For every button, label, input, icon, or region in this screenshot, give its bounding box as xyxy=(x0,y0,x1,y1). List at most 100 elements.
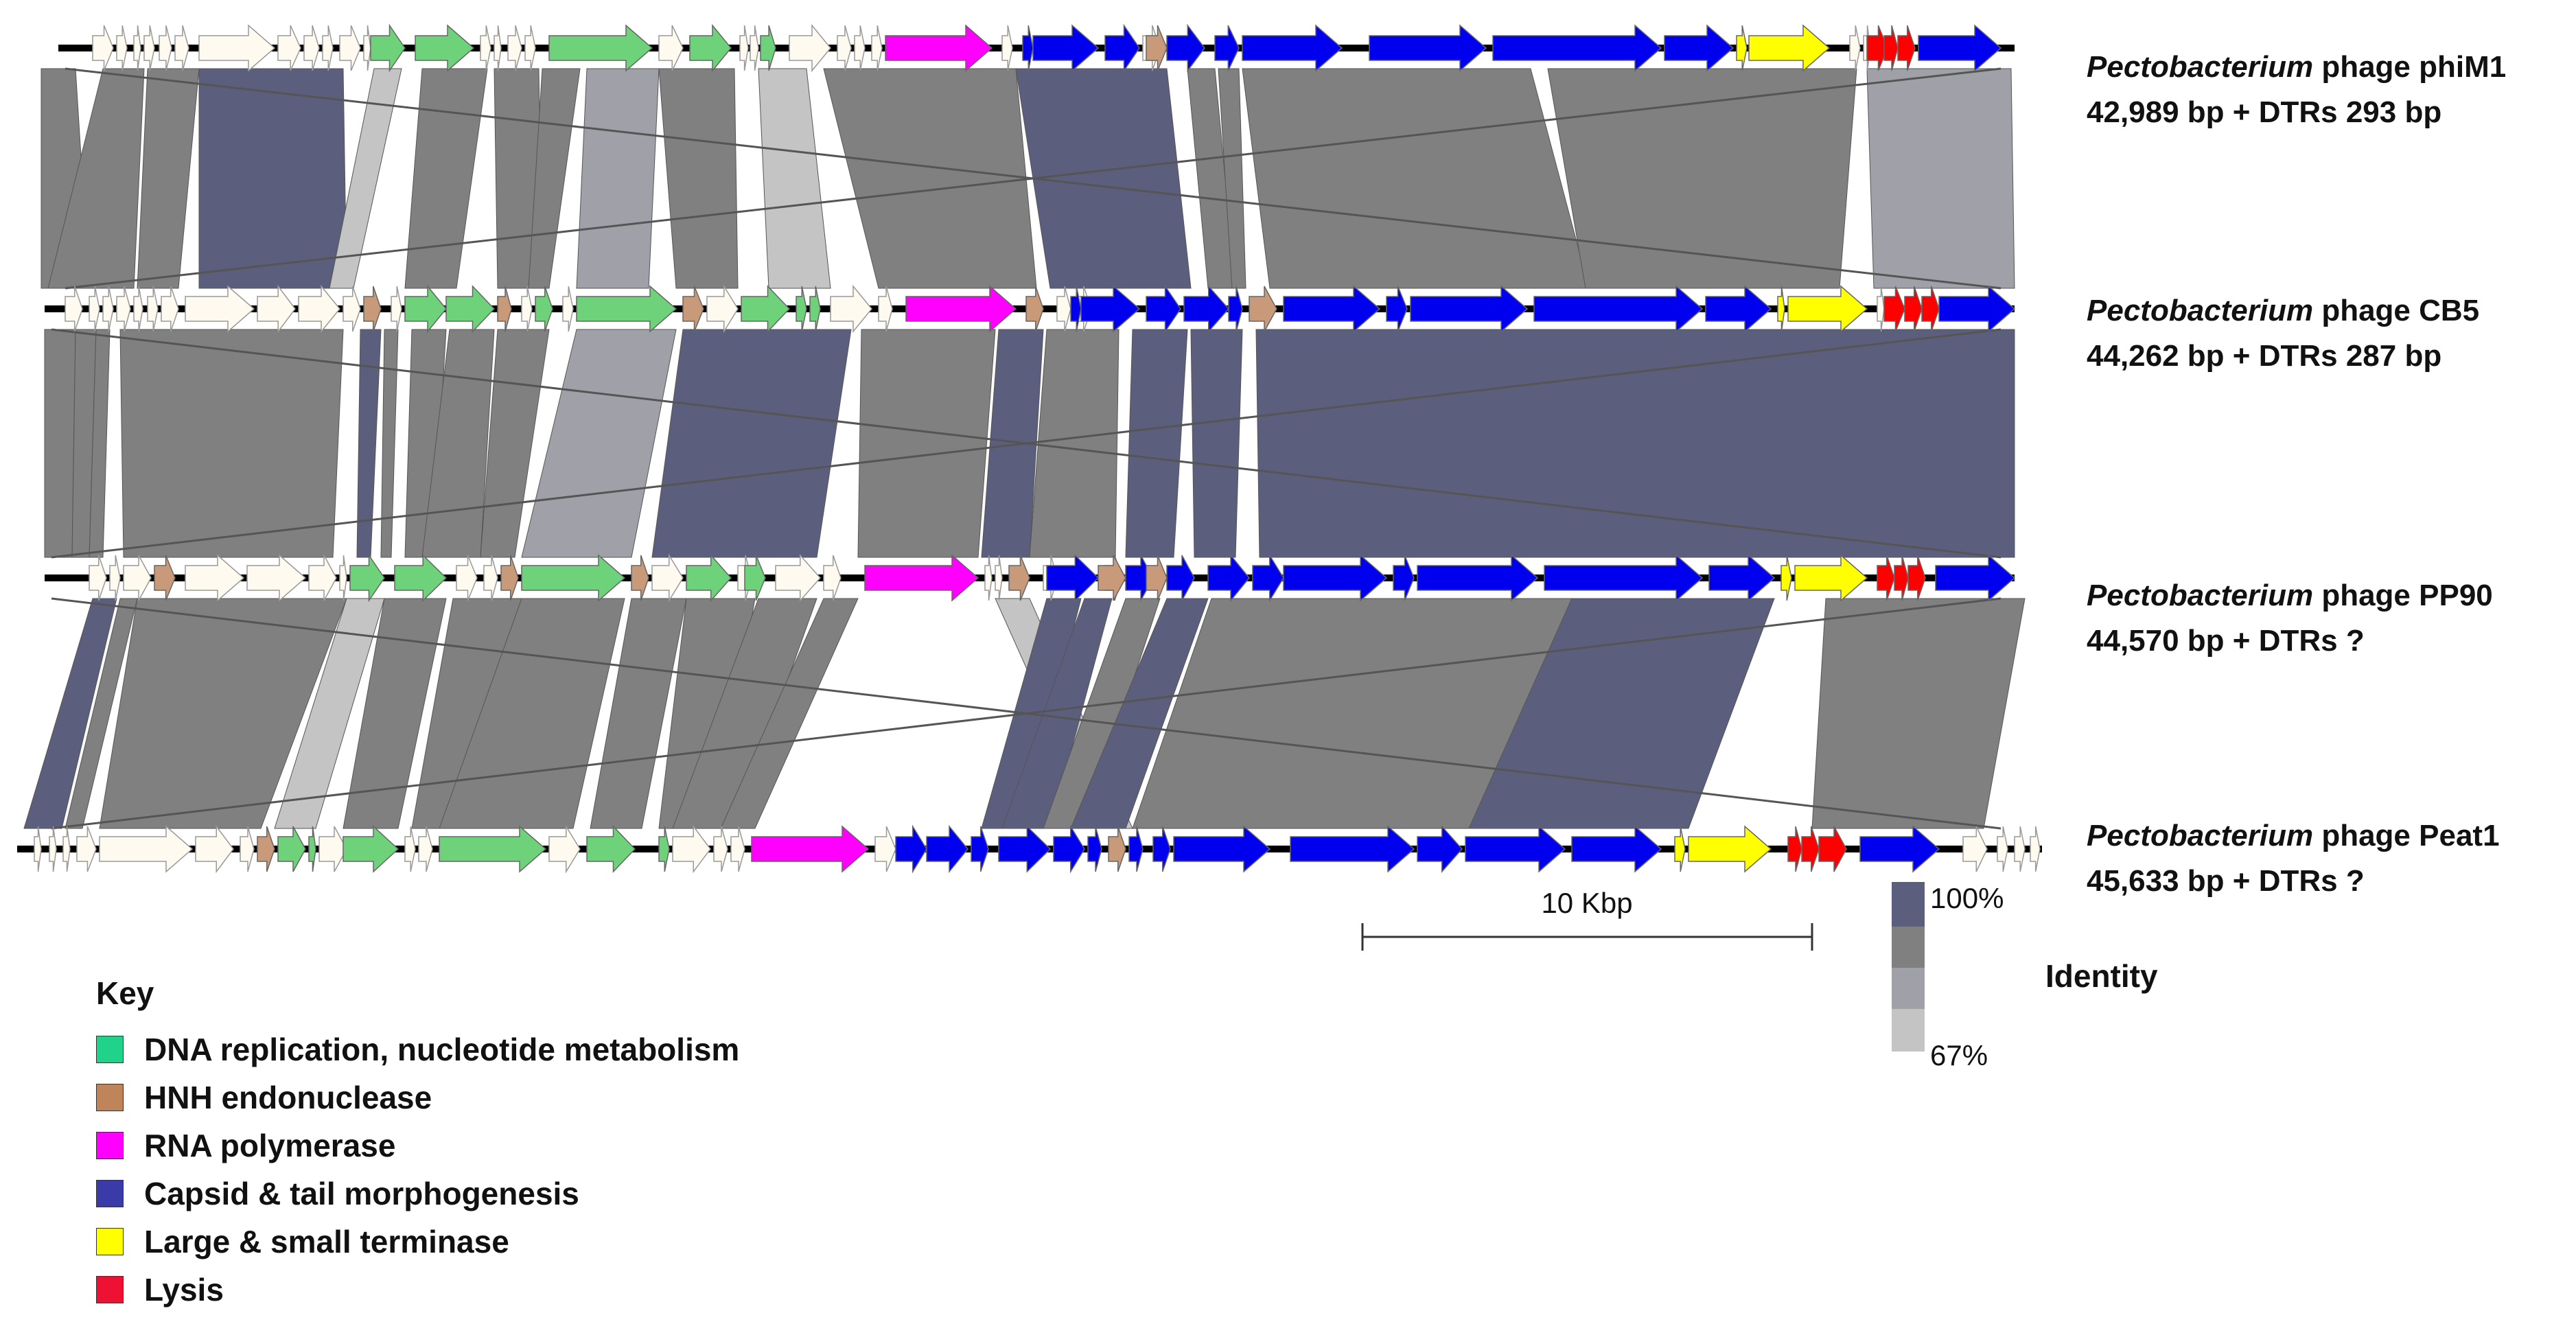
gene-arrow-hnh xyxy=(1008,555,1030,601)
identity-bands xyxy=(23,67,2026,830)
gene-arrow-capsid xyxy=(1918,24,2002,72)
gene-arrow-hypo xyxy=(521,286,533,332)
gene-arrow-rnap xyxy=(864,554,979,602)
identity-band xyxy=(720,598,859,829)
gene-arrow-dna xyxy=(658,826,670,872)
gene-arrow-hypo xyxy=(76,826,97,872)
identity-band xyxy=(590,598,687,829)
key-title: Key xyxy=(96,975,154,1011)
gene-arrow-lysis xyxy=(1894,555,1909,601)
gene-arrow-hypo xyxy=(89,555,107,601)
identity-band xyxy=(1255,329,2015,558)
gene-arrow-hypo xyxy=(2030,826,2041,872)
gene-arrow-capsid xyxy=(1290,825,1415,873)
gene-arrow-capsid xyxy=(1410,285,1529,333)
scale-bar: 10 Kbp xyxy=(1361,887,1813,951)
phage-label-cb5: Pectobacterium phage CB5 44,262 bp + DTR… xyxy=(2087,288,2479,379)
gene-arrow-hypo xyxy=(102,286,114,332)
key-swatch xyxy=(96,1132,124,1159)
gene-arrow-lysis xyxy=(1921,286,1940,332)
gene-arrow-hypo xyxy=(133,25,141,71)
gene-arrow-hypo xyxy=(185,285,255,333)
gene-arrow-capsid xyxy=(1183,285,1230,333)
gene-arrow-hypo xyxy=(1962,826,1988,872)
key-item-capsid: Capsid & tail morphogenesis xyxy=(96,1170,739,1218)
gene-arrow-hypo xyxy=(984,555,993,601)
phage-label-peat1: Pectobacterium phage Peat1 45,633 bp + D… xyxy=(2087,813,2500,904)
identity-band xyxy=(1811,598,2026,829)
gene-arrow-lysis xyxy=(1787,826,1802,872)
gene-arrow-hypo xyxy=(1849,25,1861,71)
gene-arrow-dna xyxy=(394,554,448,602)
key-label: Large & small terminase xyxy=(144,1224,509,1259)
gene-arrow-hypo xyxy=(185,554,245,602)
gene-arrow-capsid xyxy=(1369,24,1487,72)
identity-title: Identity xyxy=(2045,958,2158,994)
gene-arrow-hypo xyxy=(123,555,152,601)
gene-arrow-lysis xyxy=(1877,555,1895,601)
gene-arrow-hypo xyxy=(871,25,883,71)
key-label: HNH endonuclease xyxy=(144,1080,432,1115)
gene-arrow-hypo xyxy=(507,25,522,71)
genome-track-phim1 xyxy=(58,23,2015,73)
identity-band xyxy=(1070,598,1209,829)
key-swatch xyxy=(96,1084,124,1111)
phage-label-pp90: Pectobacterium phage PP90 44,570 bp + DT… xyxy=(2087,573,2493,664)
gene-arrow-hypo xyxy=(789,23,831,73)
gene-arrow-capsid xyxy=(1228,286,1243,332)
gene-arrow-capsid xyxy=(1166,23,1205,73)
identity-band xyxy=(1029,329,1119,558)
gene-arrow-rnap xyxy=(905,285,1017,333)
gene-arrow-capsid xyxy=(1032,24,1100,72)
gene-arrow-capsid xyxy=(1571,825,1662,873)
phage-size: 44,570 bp + DTRs ? xyxy=(2087,624,2365,658)
gene-arrow-dna xyxy=(689,23,732,73)
identity-legend: 100% 67% xyxy=(1892,882,2004,1071)
gene-arrow-capsid xyxy=(1417,554,1539,602)
gene-arrow-capsid xyxy=(1022,25,1034,71)
identity-band xyxy=(521,329,677,558)
gene-arrow-hypo xyxy=(322,25,334,71)
gene-arrow-hypo xyxy=(198,24,276,72)
gene-arrow-terminase xyxy=(1787,285,1868,333)
gene-arrow-hypo xyxy=(730,826,745,872)
identity-band xyxy=(198,68,347,289)
gene-arrow-terminase xyxy=(1780,555,1792,601)
key-swatch xyxy=(96,1180,124,1207)
gene-arrow-terminase xyxy=(1794,554,1868,602)
gene-arrow-lysis xyxy=(1907,555,1926,601)
gene-arrow-hypo xyxy=(116,286,131,332)
key-item-terminase: Large & small terminase xyxy=(96,1218,739,1266)
gene-arrow-lysis xyxy=(1866,25,1888,71)
gene-arrow-hypo xyxy=(303,25,320,71)
gene-arrow-hypo xyxy=(483,555,498,601)
identity-band xyxy=(1015,68,1192,289)
gene-arrow-dna xyxy=(686,554,732,602)
gene-arrow-hypo xyxy=(823,555,842,601)
gene-arrow-hypo xyxy=(672,824,711,874)
gene-arrow-hypo xyxy=(854,25,866,71)
key-item-lysis: Lysis xyxy=(96,1266,739,1314)
gene-arrow-hypo xyxy=(99,825,194,873)
identity-band xyxy=(23,598,117,829)
gene-arrow-hypo xyxy=(658,25,684,71)
gene-arrow-hypo xyxy=(339,555,347,601)
key-swatch xyxy=(96,1228,124,1255)
gene-arrow-dna xyxy=(744,555,766,601)
gene-arrow-hypo xyxy=(739,25,749,71)
gene-arrow-capsid xyxy=(1242,24,1343,72)
identity-band xyxy=(439,598,625,829)
phage-name: phage phiM1 xyxy=(2313,50,2507,84)
gene-arrow-capsid xyxy=(1938,285,2016,333)
gene-arrow-hypo xyxy=(750,25,759,71)
gene-arrow-hypo xyxy=(89,286,100,332)
gene-arrow-hnh xyxy=(500,555,519,601)
gene-arrow-hypo xyxy=(1056,286,1071,332)
identity-band xyxy=(576,68,660,289)
gene-arrow-capsid xyxy=(1533,285,1704,333)
gene-arrow-capsid xyxy=(1705,285,1772,333)
gene-arrow-capsid xyxy=(1080,285,1141,333)
gene-arrow-hypo xyxy=(995,555,1003,601)
identity-band xyxy=(758,68,831,289)
genome-track-peat1 xyxy=(17,824,2042,874)
